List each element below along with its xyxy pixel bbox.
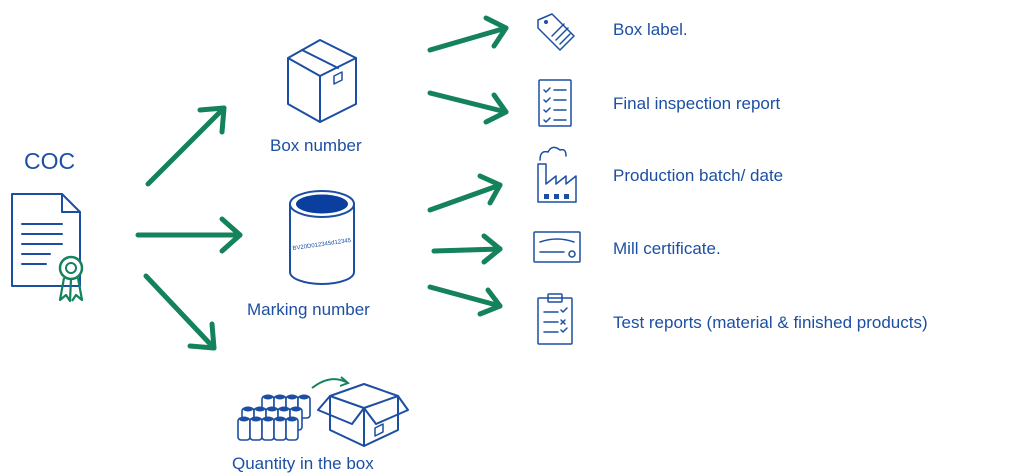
output-mill-certificate: Mill certificate. xyxy=(613,239,721,258)
coc-document-icon xyxy=(11,193,84,303)
arrow-box-to-label xyxy=(427,15,509,53)
tag-icon xyxy=(537,13,575,51)
output-production-batch: Production batch/ date xyxy=(613,166,784,185)
coc-label: COC xyxy=(24,148,76,174)
quantity-label: Quantity in the box xyxy=(232,454,374,473)
certificate-icon xyxy=(533,231,581,263)
output-test-reports: Test reports (material & finished produc… xyxy=(613,313,928,332)
clipboard-icon xyxy=(537,293,573,345)
marking-cylinder-icon: BV20D012345d12345 xyxy=(289,190,355,285)
arrow-coc-to-marking xyxy=(135,216,243,254)
arrow-marking-to-test xyxy=(427,284,503,317)
output-final-inspection: Final inspection report xyxy=(613,94,781,113)
quantity-box-icon xyxy=(237,376,409,447)
arrow-box-to-inspection xyxy=(427,90,509,125)
arrow-marking-to-mill xyxy=(431,233,503,265)
output-box-label: Box label. xyxy=(613,20,688,39)
arrow-coc-to-quantity xyxy=(143,273,217,351)
checklist-icon xyxy=(538,79,572,127)
factory-icon xyxy=(537,146,577,203)
svg-text:BV20D012345d12345: BV20D012345d12345 xyxy=(292,238,352,252)
box-number-label: Box number xyxy=(270,136,362,155)
arrow-marking-to-batch xyxy=(427,173,503,213)
arrow-coc-to-box xyxy=(145,105,227,187)
box-icon xyxy=(287,39,357,123)
marking-number-label: Marking number xyxy=(247,300,370,319)
